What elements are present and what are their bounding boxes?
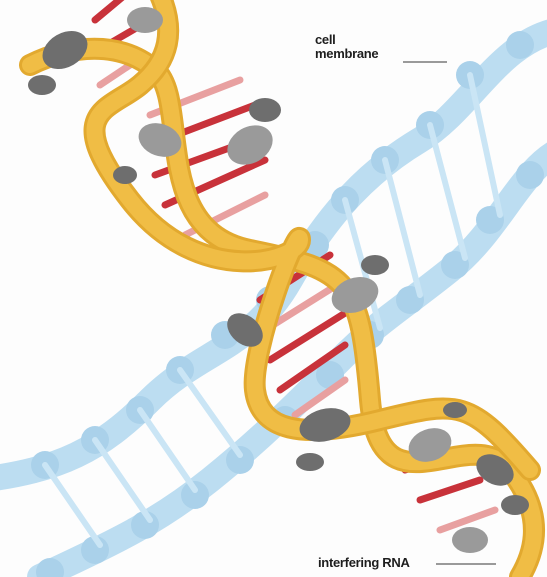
cell-membrane-label-line2: membrane bbox=[315, 47, 378, 61]
cell-membrane-label-line1: cell bbox=[315, 33, 378, 47]
rna-helix-icon bbox=[28, 0, 534, 577]
cell-membrane-label: cell membrane bbox=[315, 33, 378, 61]
interfering-rna-leader-line bbox=[436, 563, 496, 565]
cell-membrane-leader-line bbox=[403, 61, 447, 63]
interfering-rna-label: interfering RNA bbox=[318, 556, 410, 570]
